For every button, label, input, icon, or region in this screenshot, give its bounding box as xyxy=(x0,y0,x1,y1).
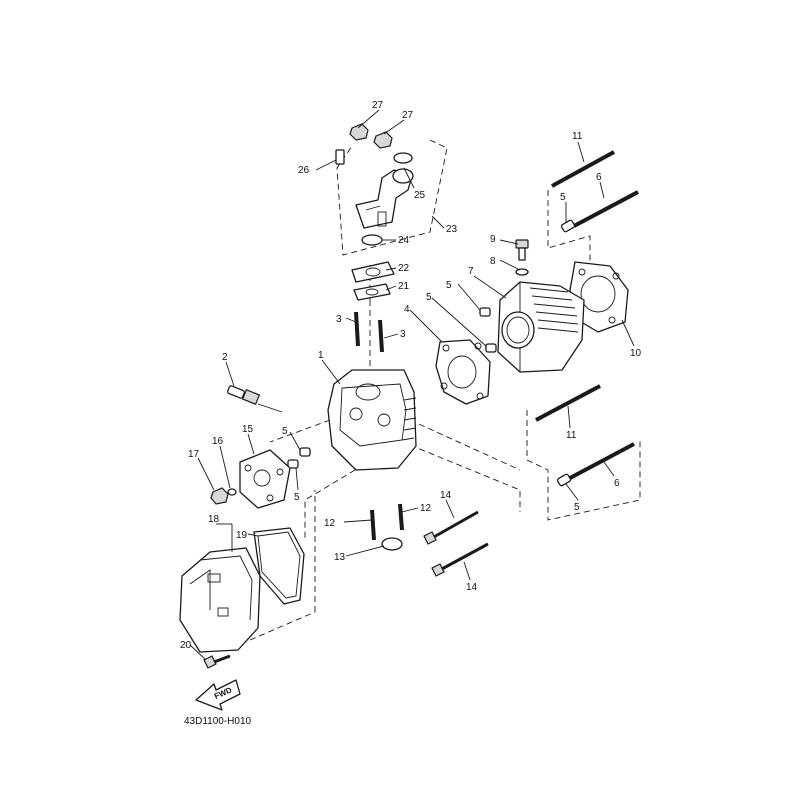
callout-3-left: 3 xyxy=(336,314,342,325)
callout-12-left: 12 xyxy=(324,518,336,529)
callout-5-head-lower: 5 xyxy=(294,492,300,503)
callout-14-upper: 14 xyxy=(440,490,452,501)
callout-5-top-right: 5 xyxy=(560,192,566,203)
dowel-pin-5-cylinder-a xyxy=(479,307,491,317)
callout-20: 20 xyxy=(180,640,192,651)
stud-bolt-3-right xyxy=(378,319,384,353)
nut-27-left xyxy=(349,123,369,141)
callout-1: 1 xyxy=(318,350,324,361)
bolt-20 xyxy=(203,654,231,669)
callout-24: 24 xyxy=(398,235,410,246)
dowel-pin-5-cylinder-b xyxy=(485,343,497,353)
callout-2: 2 xyxy=(222,352,228,363)
dowel-pin-5-bottom-right xyxy=(556,473,572,487)
callout-5-gasket: 5 xyxy=(426,292,432,303)
o-ring-24 xyxy=(361,234,383,246)
insulator-22 xyxy=(351,261,395,283)
nut-17 xyxy=(210,487,229,505)
stud-bolt-3-left xyxy=(354,311,360,347)
stud-bolt-12-right xyxy=(398,503,404,531)
callout-11-bottom: 11 xyxy=(566,430,577,441)
callout-6-bottom: 6 xyxy=(614,478,620,489)
callout-10: 10 xyxy=(630,348,642,359)
stud-26 xyxy=(335,149,345,165)
gasket-21 xyxy=(353,283,391,301)
callout-15: 15 xyxy=(242,424,254,435)
callout-25: 25 xyxy=(414,190,426,201)
callout-18: 18 xyxy=(208,514,220,525)
callout-labels: 27 27 26 25 23 24 22 21 3 3 1 2 11 6 5 9… xyxy=(180,100,642,651)
callout-16: 16 xyxy=(212,436,224,447)
callout-19: 19 xyxy=(236,530,248,541)
head-cover-gasket-19 xyxy=(253,527,305,605)
callout-11-top: 11 xyxy=(572,131,583,142)
callout-3-right: 3 xyxy=(400,329,406,340)
stud-bolt-6-bottom xyxy=(569,442,635,480)
callout-12-right: 12 xyxy=(420,503,432,514)
washer-8 xyxy=(515,268,529,276)
bolt-9 xyxy=(515,239,529,261)
callout-27-right: 27 xyxy=(402,110,414,121)
cylinder-7 xyxy=(497,281,585,373)
dowel-pin-5-top-right xyxy=(560,219,576,233)
callout-5-cylinder: 5 xyxy=(446,280,452,291)
callout-23: 23 xyxy=(446,224,458,235)
bolt-14-lower xyxy=(431,542,489,577)
forward-arrow-icon: FWD xyxy=(195,679,241,711)
nut-27-right xyxy=(373,131,393,149)
callout-17: 17 xyxy=(188,449,200,460)
callout-21: 21 xyxy=(398,281,410,292)
stud-bolt-6-top xyxy=(573,190,639,228)
intake-manifold-23 xyxy=(355,168,414,229)
stud-bolt-11-bottom xyxy=(535,384,601,422)
callout-6-top: 6 xyxy=(596,172,602,183)
callout-8: 8 xyxy=(490,256,496,267)
dowel-pin-5-head-b xyxy=(287,459,299,469)
callout-13: 13 xyxy=(334,552,346,563)
camshaft-holder-15 xyxy=(239,449,291,509)
washer-16 xyxy=(227,488,237,496)
drawing-code: 43D1100-H010 xyxy=(184,716,252,727)
head-gasket-4 xyxy=(435,339,491,405)
callout-22: 22 xyxy=(398,263,410,274)
stud-bolt-12-left xyxy=(370,509,376,541)
callout-7: 7 xyxy=(468,266,474,277)
callout-5-bottom-right: 5 xyxy=(574,502,580,513)
callout-27-left: 27 xyxy=(372,100,384,111)
callout-26: 26 xyxy=(298,165,310,176)
bolt-14-upper xyxy=(423,510,479,545)
callout-4: 4 xyxy=(404,304,410,315)
dowel-pin-5-head-a xyxy=(299,447,311,457)
spark-plug-2 xyxy=(227,385,283,413)
cylinder-head-cover-18 xyxy=(179,547,261,653)
leader-lines xyxy=(189,109,635,661)
o-ring-13 xyxy=(381,537,403,551)
callout-5-head: 5 xyxy=(282,426,288,437)
callout-14-lower: 14 xyxy=(466,582,478,593)
stud-bolt-11-top xyxy=(551,150,615,188)
clamp-25 xyxy=(393,152,413,164)
cylinder-head-1 xyxy=(327,369,417,471)
callout-9: 9 xyxy=(490,234,496,245)
